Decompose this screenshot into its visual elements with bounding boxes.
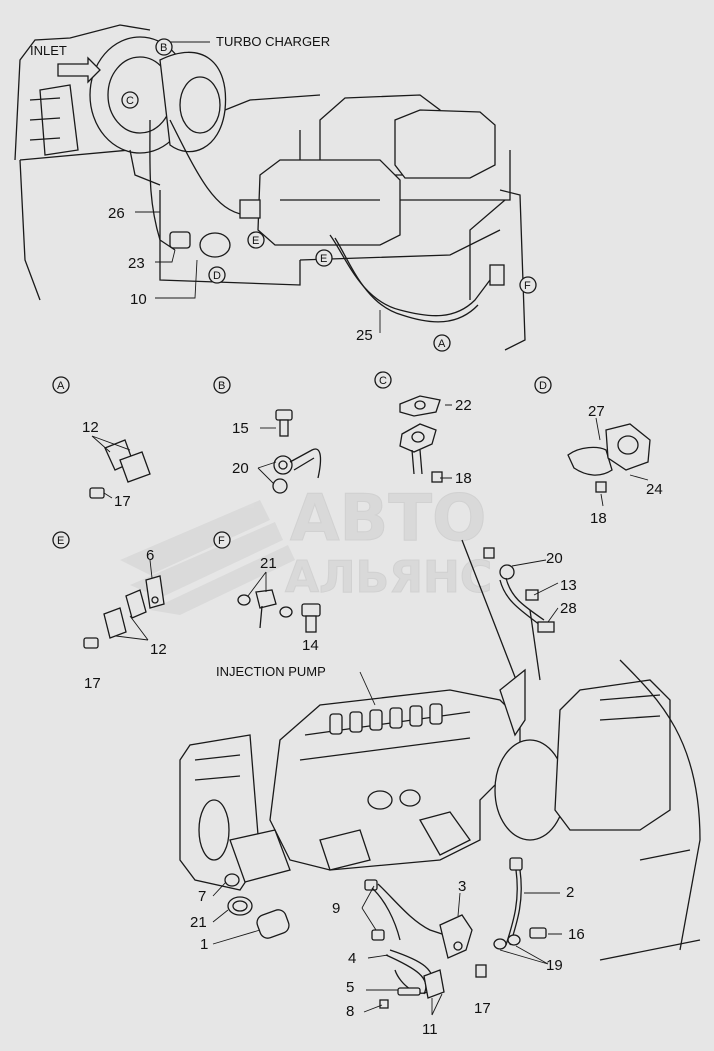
svg-text:E: E [320,253,327,265]
callout-3: 3 [458,878,466,895]
callout-11: 11 [422,1021,438,1038]
detail-e: E [52,531,165,649]
callout-12-a: 12 [82,419,99,436]
label-turbo-charger: TURBO CHARGER [216,34,330,49]
detail-c: C [374,371,452,483]
callout-1: 1 [200,936,208,953]
svg-text:E: E [57,535,64,547]
watermark-line1: АВТО [290,482,486,556]
svg-text:C: C [379,375,387,387]
callout-2: 2 [566,884,574,901]
bracket-6-shape [145,575,165,609]
gasket-24-shape [605,423,651,471]
callout-9: 9 [332,900,340,917]
engine-assembly-top [14,24,526,351]
callout-8: 8 [346,1003,354,1020]
callout-20-b: 20 [232,460,249,477]
svg-text:E: E [252,235,259,247]
callout-24: 24 [646,481,663,498]
elbow-27-shape [567,446,613,476]
callout-17-e: 17 [84,675,101,692]
callout-17-pump: 17 [474,1000,491,1017]
callout-21-f: 21 [260,555,277,572]
ref-e-top-1: E [247,231,265,249]
ref-a-top: A [433,334,451,352]
callout-16: 16 [568,926,585,943]
pipe-25 [329,234,491,317]
detail-b: B [213,376,322,494]
ref-f-top: F [519,276,537,294]
svg-text:A: A [438,338,446,350]
ref-e-top-2: E [315,249,333,267]
inlet-arrow-icon [57,56,101,84]
callout-20-pipe: 20 [546,550,563,567]
injection-pump-assembly [179,659,701,1016]
callout-13: 13 [560,577,577,594]
pipe-28-group [461,539,559,691]
svg-text:D: D [213,270,221,282]
callout-27: 27 [588,403,605,420]
callout-25: 25 [356,327,373,344]
callout-14: 14 [302,637,319,654]
label-inlet: INLET [30,43,67,58]
callout-19: 19 [546,957,563,974]
detail-f: F [213,531,321,633]
callout-7: 7 [198,888,206,905]
callout-22: 22 [455,397,472,414]
callout-4: 4 [348,950,356,967]
watermark-line2: АЛЬЯНС [285,552,492,603]
watermark: АВТО АЛЬЯНС [120,482,493,615]
svg-text:A: A [57,380,65,392]
callout-10: 10 [130,291,147,308]
detail-a: A [52,376,151,499]
svg-text:B: B [218,380,225,392]
callout-15: 15 [232,420,249,437]
svg-text:F: F [524,280,531,292]
callout-6: 6 [146,547,154,564]
svg-text:F: F [218,535,225,547]
svg-text:C: C [126,95,134,107]
pipe-26 [149,119,176,251]
callout-12-e: 12 [150,641,167,658]
ref-c-top: C [121,91,139,109]
watermark-logo-icon [120,500,295,615]
svg-text:D: D [539,380,547,392]
label-injection-pump: INJECTION PUMP [216,664,326,679]
callout-26: 26 [108,205,125,222]
callout-18-c: 18 [455,470,472,487]
ref-d-top: D [208,266,226,284]
detail-d: D [534,376,651,507]
callout-23: 23 [128,255,145,272]
gasket-22-shape [399,395,441,417]
svg-text:B: B [160,42,167,54]
ref-b-top: B [155,38,173,56]
callout-5: 5 [346,979,354,996]
callout-28: 28 [560,600,577,617]
callout-17-a: 17 [114,493,131,510]
callout-18-d: 18 [590,510,607,527]
callout-21-pump: 21 [190,914,207,931]
